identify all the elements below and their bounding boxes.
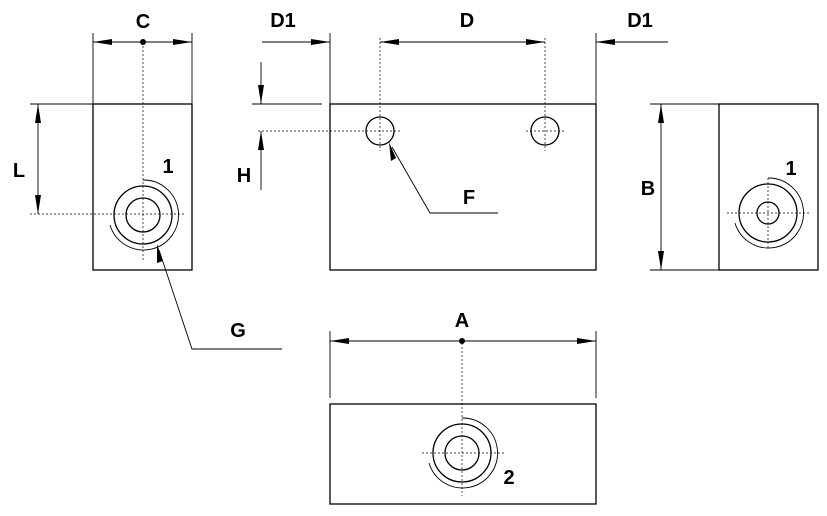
label-port-1-left: 1: [162, 156, 173, 178]
dimension-b: B: [641, 103, 719, 271]
dimension-h: H: [237, 62, 322, 190]
label-h: H: [237, 165, 251, 187]
bottom-port-thread-arc: [428, 417, 498, 489]
label-port-1-right: 1: [785, 158, 796, 180]
left-side-view: [30, 42, 193, 271]
bottom-view-outline: [329, 403, 597, 505]
front-view: [258, 38, 597, 271]
label-port-2: 2: [503, 467, 514, 489]
label-a: A: [455, 310, 469, 332]
label-d1-left: D1: [270, 10, 296, 32]
right-view-outline: [718, 103, 819, 271]
dimension-d-chain: D1 D D1: [262, 10, 668, 104]
leader-g: G: [157, 244, 282, 350]
left-port-thread-arc: [109, 179, 179, 251]
label-f: F: [463, 187, 475, 209]
left-view-outline: [92, 103, 193, 271]
bottom-view: [329, 343, 597, 505]
leader-f: F: [389, 142, 498, 214]
right-side-view: [718, 103, 819, 271]
front-view-outline: [329, 103, 597, 271]
dimension-l: L: [13, 103, 93, 214]
label-d1-right: D1: [627, 10, 653, 32]
label-c: C: [136, 11, 150, 33]
dimension-a: A: [329, 310, 597, 398]
label-l: L: [13, 160, 25, 182]
label-g: G: [230, 320, 246, 342]
dimension-c: C: [92, 11, 193, 104]
label-b: B: [641, 178, 655, 200]
label-d: D: [460, 10, 474, 32]
right-port-thread-arc: [734, 177, 804, 249]
